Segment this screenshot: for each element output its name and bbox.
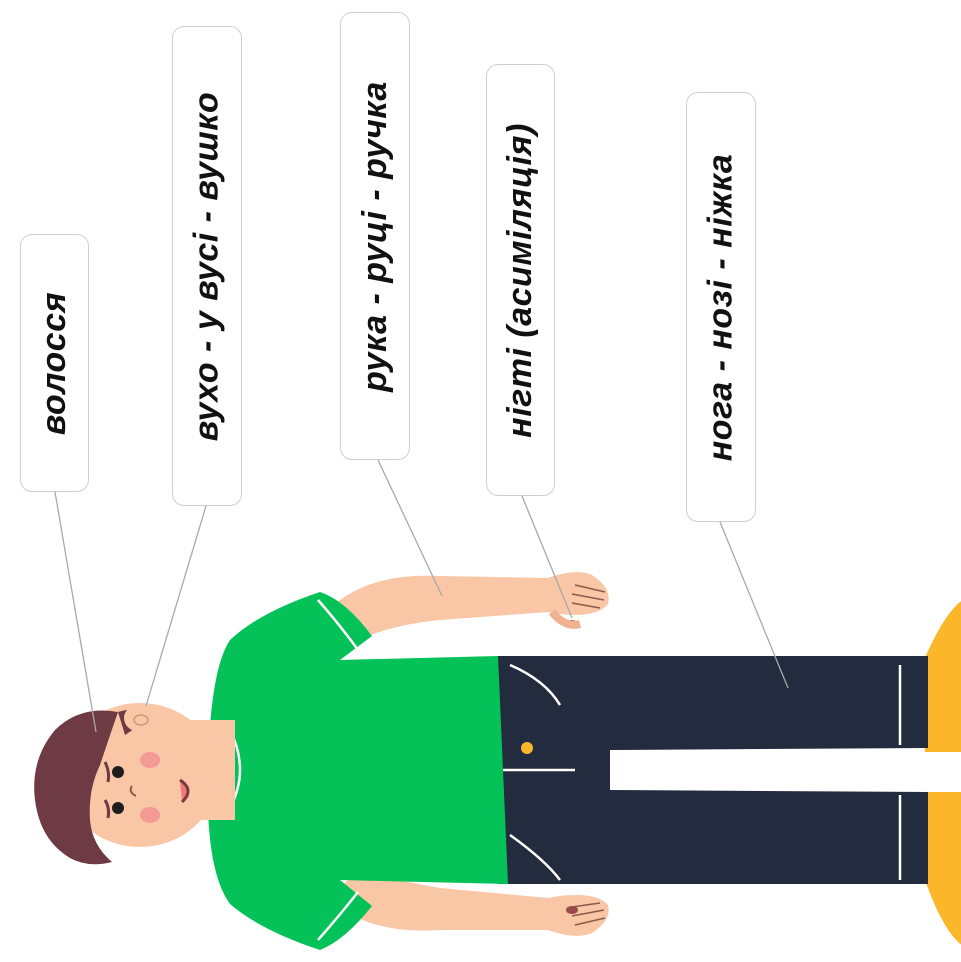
right-shoe	[925, 792, 961, 950]
hair-pointer-line	[55, 492, 96, 732]
ear-pointer-line	[146, 506, 206, 706]
label-nails-text: нігті (асиміляція)	[501, 123, 540, 438]
left-shoe	[925, 596, 961, 752]
shoes	[925, 596, 961, 950]
ear	[124, 704, 156, 732]
label-leg-text: нога - нозі - ніжка	[702, 153, 741, 461]
label-hand: рука - руці - ручка	[340, 12, 410, 460]
label-hand-text: рука - руці - ручка	[356, 81, 395, 392]
label-hair: волосся	[20, 234, 89, 492]
pants-button	[521, 742, 533, 754]
head	[34, 703, 235, 864]
cheek	[140, 752, 160, 768]
label-ear-text: вухо - у вусі - вушко	[188, 91, 227, 441]
label-ear: вухо - у вусі - вушко	[172, 26, 242, 506]
eye	[112, 766, 124, 778]
label-hair-text: волосся	[35, 291, 74, 434]
pants	[498, 656, 928, 884]
hand-pointer-line	[378, 460, 442, 596]
label-nails: нігті (асиміляція)	[486, 64, 555, 496]
label-leg: нога - нозі - ніжка	[686, 92, 756, 522]
